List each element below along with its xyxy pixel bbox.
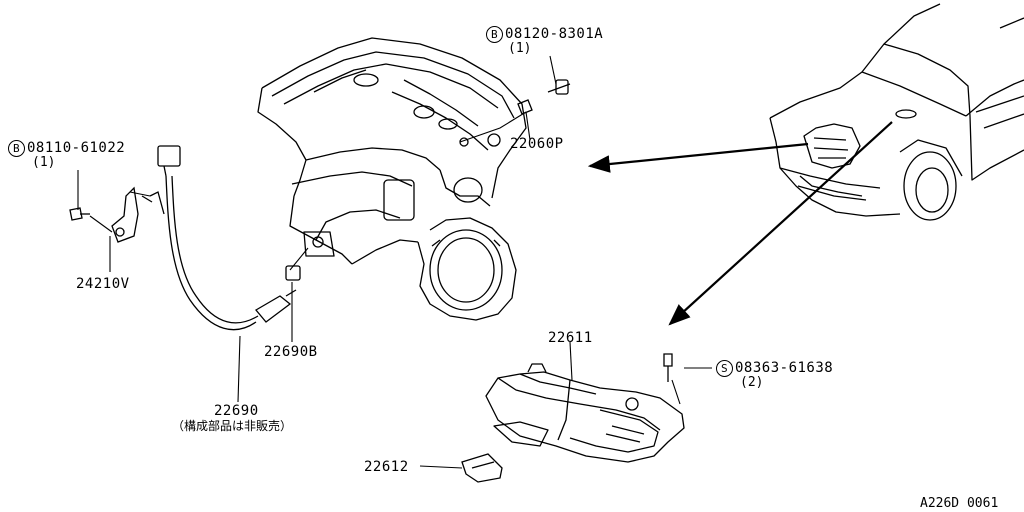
leader-lines [77,55,712,469]
engine-drawing [257,37,527,321]
ecu-bracket-drawing [461,453,503,483]
vehicle-drawing [769,3,1024,221]
label-part-22690: 22690 [214,403,259,419]
figure-code: A226D 0061 [920,496,999,511]
label-part-22060p: 22060P [510,136,564,152]
qty-screw-08363: (2) [740,375,764,390]
bolt-icons [69,79,673,382]
b-circle-icon: B [8,140,25,157]
label-bracket-24210v: 24210V [76,276,130,292]
qty-bolt-08120: (1) [508,41,532,56]
label-note-not-sold: （構成部品は非販売） [172,419,293,433]
label-part-22611: 22611 [548,330,593,346]
qty-bolt-08110: (1) [32,155,56,170]
s-circle-icon: S [716,360,733,377]
label-part-22612: 22612 [364,459,409,475]
label-part-22690b: 22690B [264,344,318,360]
ecu-drawing [485,363,685,463]
bracket-drawing [111,186,153,243]
b-circle-icon: B [486,26,503,43]
sensor-harness-drawing [149,145,301,331]
reference-arrows [587,121,893,326]
